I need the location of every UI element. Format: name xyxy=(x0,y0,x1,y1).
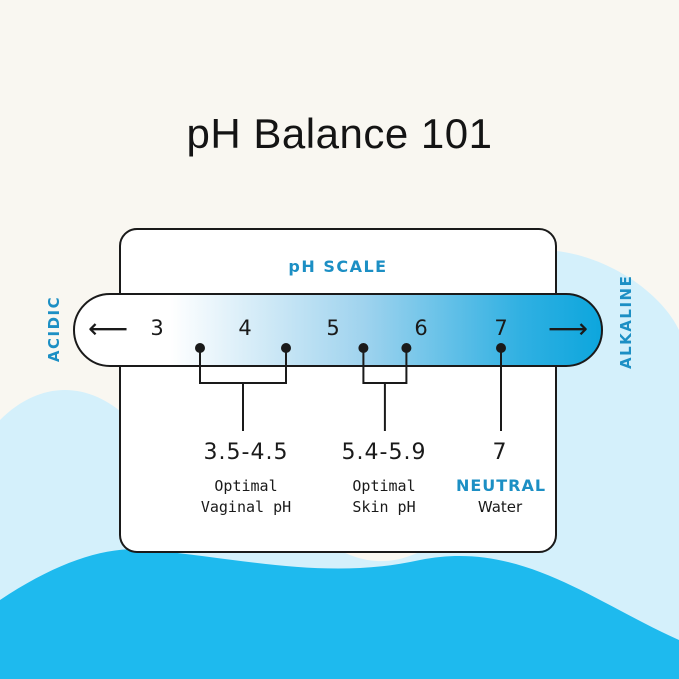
marker-bracket xyxy=(362,348,408,384)
skin-range: 5.4-5.9 xyxy=(341,440,427,465)
ph-scale-bar xyxy=(73,293,603,367)
neutral-value: 7 xyxy=(492,440,508,465)
vaginal-caption-line1: Optimal xyxy=(214,477,278,495)
left-arrow-icon: ⟵ xyxy=(88,312,129,345)
bright-blue-wave xyxy=(0,549,679,679)
marker-bracket xyxy=(199,348,287,384)
skin-caption-line2: Skin pH xyxy=(352,498,416,516)
tick-label: 5 xyxy=(326,316,340,340)
tick-label: 7 xyxy=(494,316,508,340)
page-title: pH Balance 101 xyxy=(186,110,493,157)
vaginal-caption-line2: Vaginal pH xyxy=(200,498,292,516)
tick-label: 3 xyxy=(150,316,164,340)
right-arrow-icon: ⟶ xyxy=(548,312,589,345)
vaginal-range: 3.5-4.5 xyxy=(203,440,289,465)
tick-label: 4 xyxy=(238,316,252,340)
scale-label: pH SCALE xyxy=(288,257,388,276)
water-caption: Water xyxy=(477,498,523,516)
neutral-label: NEUTRAL xyxy=(455,476,547,495)
scale-card xyxy=(119,228,557,553)
skin-caption-line1: Optimal xyxy=(352,477,416,495)
tick-label: 6 xyxy=(414,316,428,340)
